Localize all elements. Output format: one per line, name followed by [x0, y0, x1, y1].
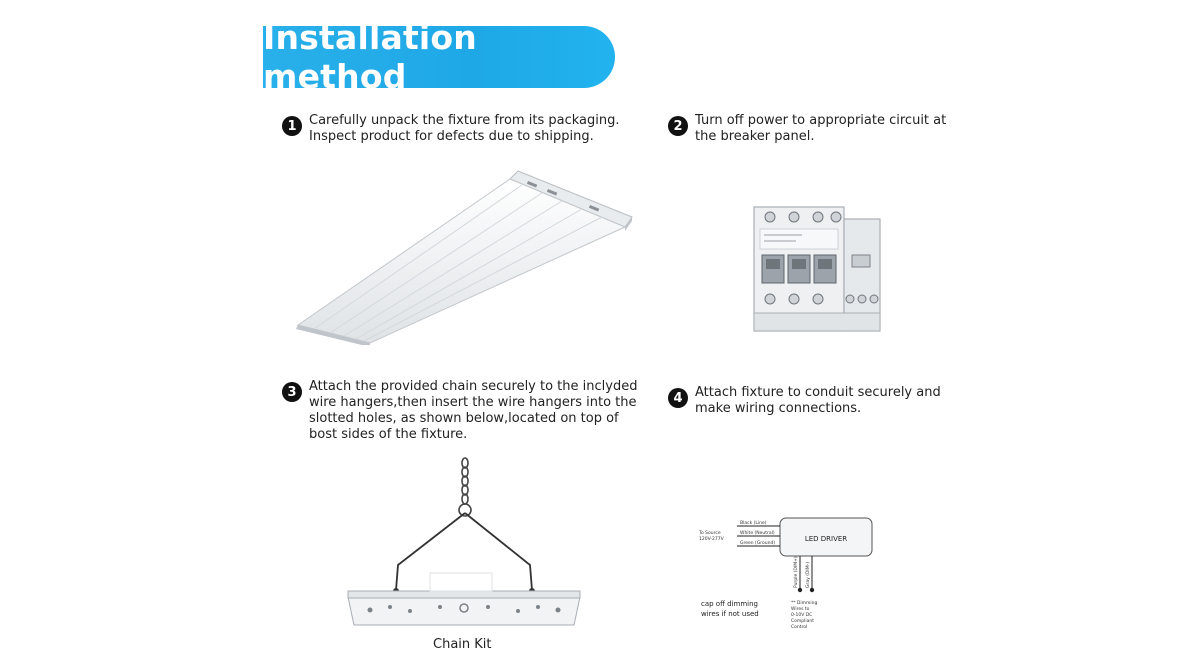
dimming-note-left-line1: cap off dimming [701, 600, 758, 608]
step-number-badge: 1 [282, 116, 302, 136]
wire-ground-label: Green (Ground) [740, 540, 775, 546]
step-2: 2 Turn off power to appropriate circuit … [668, 113, 946, 145]
step-text-line: make wiring connections. [695, 401, 862, 416]
step-4: 4 Attach fixture to conduit securely and… [668, 385, 941, 417]
input-label-1: To Source [698, 530, 721, 536]
wire-black-label: Black (Line) [740, 520, 767, 526]
circuit-breaker-illustration [753, 206, 881, 332]
step-text-line: bost sides of the fixture. [309, 427, 468, 442]
step-text-line: the breaker panel. [695, 129, 815, 144]
step-number-badge: 2 [668, 116, 688, 136]
step-text-line: Attach fixture to conduit securely and [695, 385, 941, 400]
dimming-note-left-line2: wires if not used [701, 610, 759, 618]
step-1: 1 Carefully unpack the fixture from its … [282, 113, 619, 145]
step-number-badge: 4 [668, 388, 688, 408]
step-text-line: Inspect product for defects due to shipp… [309, 129, 594, 144]
led-fixture-illustration [296, 170, 633, 345]
chain-kit-illustration [347, 457, 581, 626]
dimming-note-right-line4: Compliant [791, 618, 814, 624]
step-2-text: Turn off power to appropriate circuit at… [695, 113, 946, 145]
step-1-text: Carefully unpack the fixture from its pa… [309, 113, 619, 145]
banner-title: Installation method [263, 18, 477, 96]
step-text-line: slotted holes, as shown below,located on… [309, 411, 619, 426]
step-text-line: Carefully unpack the fixture from its pa… [309, 113, 620, 128]
step-3-text: Attach the provided chain securely to th… [309, 379, 637, 443]
wire-white-label: White (Neutral) [740, 530, 775, 536]
dimming-note-right-line5: Control [791, 624, 807, 630]
step-4-text: Attach fixture to conduit securely and m… [695, 385, 941, 417]
dimming-note-right-line2: Wires to [791, 606, 810, 612]
wire-gray-label: Gray (DIM-) [805, 562, 811, 588]
input-label-2: 120V-277V [699, 536, 725, 542]
step-3: 3 Attach the provided chain securely to … [282, 379, 637, 443]
wiring-diagram: LED DRIVER Black (Line) White (Neutral) … [698, 517, 873, 630]
step-text-line: Turn off power to appropriate circuit at [695, 113, 947, 128]
wire-purple-label: Purple (DIM+) [793, 556, 799, 588]
section-banner: Installation method [263, 18, 615, 96]
chain-kit-caption: Chain Kit [433, 637, 492, 652]
dimming-note-right-line1: ** Dimming [791, 600, 818, 606]
driver-label: LED DRIVER [805, 535, 847, 543]
step-number-badge: 3 [282, 382, 302, 402]
step-text-line: wire hangers,then insert the wire hanger… [309, 395, 637, 410]
step-text-line: Attach the provided chain securely to th… [309, 379, 638, 394]
dimming-note-right-line3: 0-10V DC [791, 612, 812, 618]
